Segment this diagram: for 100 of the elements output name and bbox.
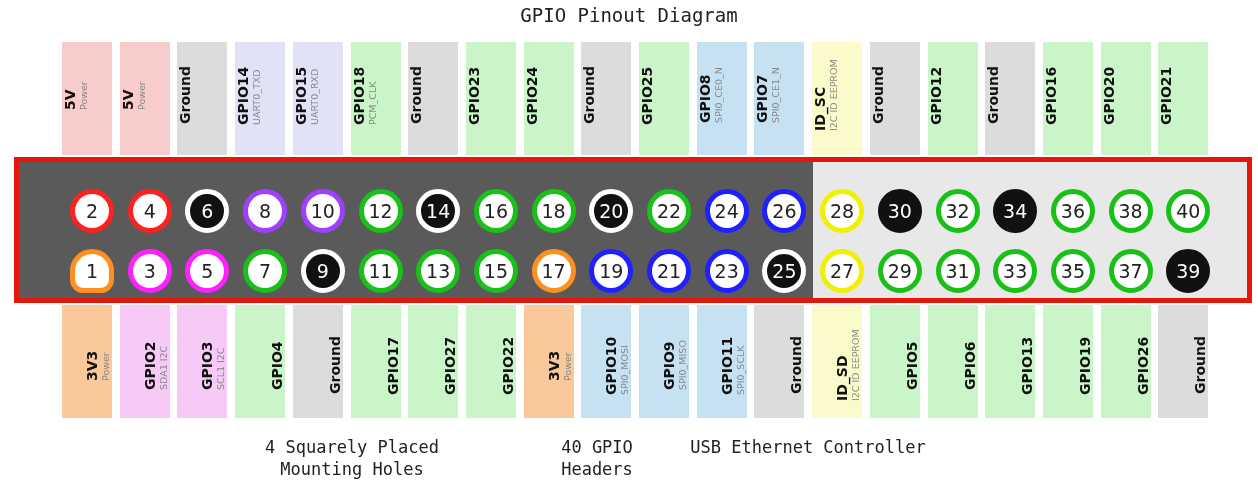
pin-circle: 7 — [243, 249, 288, 293]
pin-label-column — [523, 305, 574, 418]
pin-label-column — [465, 42, 516, 155]
pin-label-column — [927, 42, 978, 155]
note-text: 4 Squarely Placed Mounting Holes — [264, 436, 440, 480]
pin-name: Ground — [177, 66, 194, 125]
pin-name: Ground — [1192, 336, 1209, 395]
pin-function: SDA1 I2C — [157, 344, 170, 390]
pin-name: Ground — [581, 66, 598, 125]
pin-name: GPIO17 — [384, 336, 401, 395]
pin-label-column — [350, 42, 401, 155]
pin-name: GPIO2 — [141, 341, 158, 390]
pin-circle: 11 — [358, 249, 403, 293]
pin-circle: 21 — [647, 249, 691, 293]
pin-circle: 20 — [589, 189, 634, 233]
pin-name: GPIO12 — [927, 66, 944, 125]
pin-function: Power — [100, 350, 112, 381]
pin-label-column — [1100, 305, 1151, 418]
pin-name: Ground — [326, 336, 343, 395]
pin-circle: 39 — [1166, 249, 1211, 293]
pin-name: GPIO8 — [696, 73, 713, 124]
pin-circle: 28 — [820, 189, 865, 233]
pin-circle: 34 — [993, 189, 1038, 233]
pin-circle: 12 — [358, 189, 403, 233]
pin-circle: 18 — [531, 189, 576, 233]
pin-name: GPIO26 — [1134, 336, 1151, 395]
pin-name: GPIO18 — [350, 66, 367, 125]
pin-circle: 16 — [473, 189, 518, 233]
pin-label-column — [869, 305, 920, 418]
pin-name: GPIO3 — [199, 341, 216, 390]
pin-name: GPIO6 — [961, 341, 978, 390]
pin-circle: 17 — [531, 249, 576, 293]
pin-name: 3V3 — [545, 350, 562, 381]
pin-function: SPI0_MOSI — [619, 343, 632, 395]
pin-name: GPIO15 — [292, 66, 309, 125]
pin-circle: 22 — [647, 189, 691, 233]
pin-name: GPIO5 — [903, 341, 920, 390]
pin-label-column — [985, 305, 1036, 418]
header-board — [14, 157, 1252, 303]
pin-name: GPIO13 — [1019, 336, 1036, 395]
pin-circle: 5 — [185, 249, 230, 293]
pin-function: UART0_TXD — [251, 68, 264, 125]
note-text: USB Ethernet Controller — [689, 436, 927, 458]
pin-circle: 37 — [1108, 249, 1153, 293]
pin-name: GPIO7 — [754, 73, 771, 124]
pin-label-column — [235, 305, 286, 418]
pin-name: Ground — [408, 66, 425, 125]
pin-label-column — [1158, 305, 1209, 418]
pin-name: GPIO10 — [603, 336, 620, 395]
pin-name: GPIO11 — [718, 336, 735, 395]
pin-label-column — [408, 42, 459, 155]
pin-name: ID_SC — [812, 86, 829, 132]
pin-function: SCL1 I2C — [215, 346, 228, 390]
pin-circle: 13 — [416, 249, 461, 293]
pin-name: GPIO25 — [639, 66, 655, 125]
pin-name: Ground — [869, 66, 886, 125]
pin-circle: 1 — [70, 249, 114, 293]
diagram-title: GPIO Pinout Diagram — [520, 4, 738, 26]
pin-name: GPIO19 — [1076, 336, 1093, 395]
pin-label-column — [350, 305, 401, 418]
pin-label-column — [581, 42, 632, 155]
pin-label-column — [985, 42, 1036, 155]
pin-function: Power — [561, 350, 574, 381]
pin-label-column — [812, 305, 863, 418]
pin-label-column — [754, 42, 805, 155]
pin-circle: 33 — [993, 249, 1038, 293]
pin-label-column — [177, 42, 228, 155]
pin-label-column — [62, 305, 112, 418]
pin-circle: 8 — [243, 189, 288, 233]
pin-label-column — [754, 305, 805, 418]
pin-label-column — [1158, 42, 1209, 155]
pin-circle: 40 — [1166, 189, 1211, 233]
pin-name: GPIO27 — [442, 336, 459, 395]
pin-label-column — [1100, 42, 1151, 155]
pin-circle: 24 — [704, 189, 749, 233]
pin-circle: 26 — [762, 189, 807, 233]
pin-label-column — [177, 305, 228, 418]
pin-name: GPIO16 — [1042, 66, 1059, 125]
pin-name: GPIO22 — [499, 336, 516, 395]
pin-function: Power — [135, 81, 148, 110]
pin-circle: 19 — [589, 249, 634, 293]
pin-name: GPIO20 — [1100, 66, 1117, 125]
pin-circle: 2 — [70, 189, 114, 233]
pin-name: GPIO23 — [465, 66, 482, 125]
pin-label-column — [639, 305, 689, 418]
pin-name: GPIO9 — [661, 340, 677, 391]
pin-function: SPI0_MISO — [677, 340, 689, 391]
pin-label-column — [235, 42, 286, 155]
pin-circle: 32 — [935, 189, 980, 233]
pin-circle: 36 — [1050, 189, 1095, 233]
pin-circle: 14 — [416, 189, 461, 233]
pin-label-column — [119, 42, 170, 155]
pin-label-column — [869, 42, 920, 155]
pin-circle: 30 — [877, 189, 922, 233]
pin-label-column — [1042, 305, 1093, 418]
pin-label-column — [523, 42, 574, 155]
pin-function: SPI0_CE0_N — [712, 67, 725, 124]
pin-name: 5V — [62, 88, 78, 110]
pin-circle: 9 — [300, 249, 345, 293]
pin-function: SPI0_SCLK — [734, 344, 747, 395]
